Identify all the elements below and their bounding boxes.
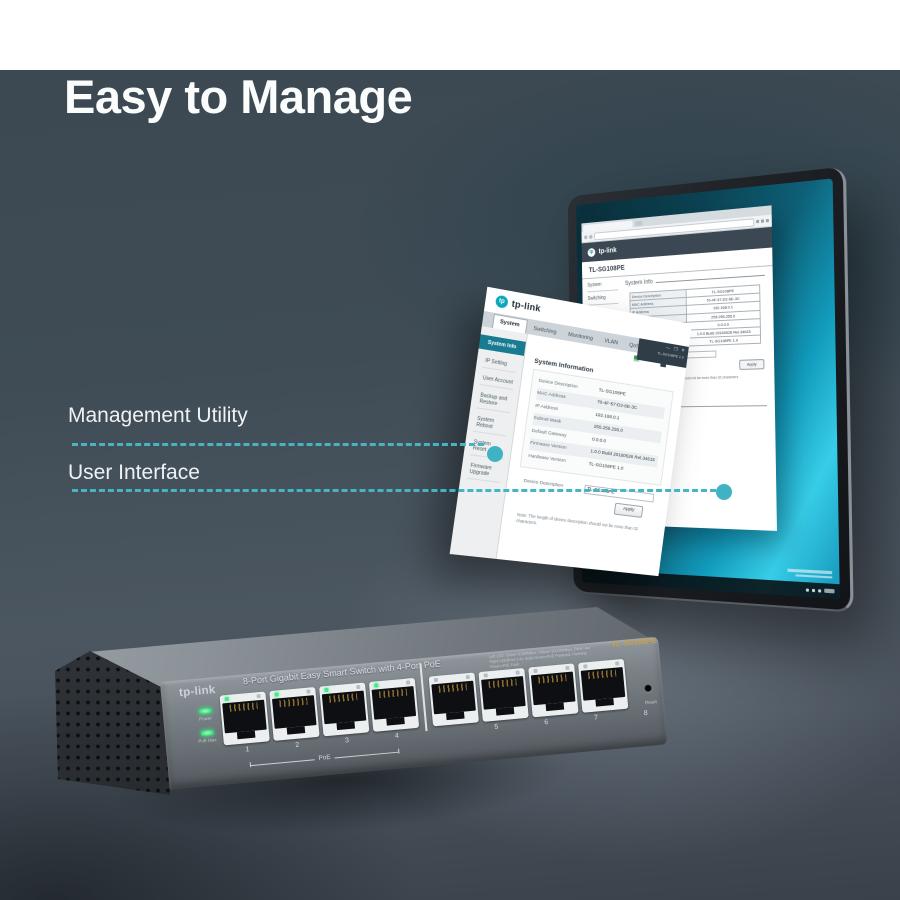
- sidebar-item-firmware-upgrade[interactable]: Firmware Upgrade: [466, 460, 503, 483]
- rj45-jack: [530, 671, 576, 706]
- sidebar-item-user-account[interactable]: User Account: [479, 372, 515, 391]
- sidebar-item-system-info[interactable]: System Info: [478, 334, 526, 356]
- management-utility-window: tp tp-link System Switching Monitoring V…: [449, 286, 692, 577]
- poe-max-led: [200, 729, 214, 737]
- ethernet-port-6: [478, 667, 529, 722]
- web-section-title: System Info: [624, 279, 653, 288]
- tplink-logo-icon: tp: [587, 247, 596, 257]
- rj45-jack: [321, 690, 367, 725]
- ethernet-port-3: [319, 682, 370, 737]
- web-menu-system[interactable]: System: [587, 280, 619, 293]
- port-poe-led: [256, 693, 261, 699]
- forward-icon[interactable]: [589, 234, 593, 239]
- tplink-logo-icon: tp: [494, 294, 509, 309]
- back-icon[interactable]: [584, 234, 588, 239]
- port-poe-led: [405, 680, 411, 685]
- field-value: TL-SG108PE: [598, 388, 626, 398]
- new-tab-button[interactable]: [635, 220, 643, 227]
- field-value: 0.0.0.0: [591, 437, 607, 445]
- maximize-icon[interactable]: ❐: [673, 346, 678, 352]
- sidebar-item-backup-restore[interactable]: Backup and Restore: [476, 390, 513, 414]
- tplink-logo-text: tp-link: [598, 246, 617, 255]
- user-interface-connector-line: [72, 489, 716, 492]
- port-link-led: [583, 664, 588, 669]
- reset-button: [644, 684, 652, 693]
- user-interface-label: User Interface: [68, 461, 200, 484]
- poe-max-led-label: PoE Max: [198, 737, 217, 744]
- management-utility-connector-line: [72, 443, 484, 446]
- rj45-jack: [431, 680, 476, 715]
- desktop-watermark-text: [787, 568, 833, 579]
- tray-volume-icon[interactable]: [811, 588, 816, 592]
- port-poe-led: [515, 670, 520, 675]
- tray-clock: [824, 588, 835, 594]
- rj45-jack: [271, 695, 317, 729]
- port-poe-led: [306, 689, 311, 694]
- field-value: TL-SG108PE 1.0: [588, 461, 624, 472]
- device-description-input[interactable]: [583, 484, 655, 503]
- management-utility-connector-dot: [487, 446, 503, 462]
- user-interface-connector-dot: [716, 484, 732, 500]
- power-led-label: Power: [198, 715, 213, 722]
- ethernet-port-5: [428, 672, 479, 727]
- tplink-logo-text: tp-link: [178, 684, 217, 700]
- tray-status-icon[interactable]: [818, 588, 822, 593]
- port-link-led: [483, 673, 488, 678]
- apply-button[interactable]: Apply: [739, 359, 765, 371]
- ethernet-port-8: [578, 658, 629, 713]
- port-link-led: [533, 668, 538, 674]
- browser-minimize-icon[interactable]: [756, 219, 760, 224]
- tray-network-icon[interactable]: [805, 587, 809, 592]
- rj45-jack: [580, 667, 626, 701]
- port-poe-led: [465, 674, 470, 680]
- ethernet-port-4: [368, 677, 420, 732]
- management-utility-label: Management Utility: [68, 404, 248, 427]
- rj45-jack: [222, 699, 267, 734]
- field-value: 255.255.255.0: [593, 424, 624, 435]
- apply-button[interactable]: Apply: [613, 502, 644, 518]
- ethernet-port-7: [528, 663, 579, 718]
- field-value: TL-SG108PE 1.0: [687, 335, 762, 347]
- ethernet-port-2: [269, 686, 320, 741]
- ethernet-port-1: [219, 691, 270, 746]
- port-link-led: [224, 696, 229, 702]
- sidebar-item-ip-setting[interactable]: IP Setting: [482, 355, 518, 373]
- browser-close-icon[interactable]: [765, 218, 769, 223]
- port-link-led: [374, 683, 379, 688]
- reset-label: Reset: [644, 699, 657, 706]
- minimize-icon[interactable]: —: [665, 344, 671, 351]
- port-group-divider: [419, 663, 430, 732]
- port-link-led: [324, 687, 329, 693]
- port-link-led: [274, 692, 279, 697]
- web-menu-switching[interactable]: Switching: [587, 294, 619, 306]
- poe-group-label: PoE: [318, 753, 331, 762]
- sidebar-item-system-reboot[interactable]: System Reboot: [473, 413, 510, 437]
- field-value: 192.168.0.1: [594, 412, 620, 422]
- port-link-led: [433, 677, 439, 683]
- port-poe-led: [615, 661, 620, 666]
- power-led: [198, 707, 212, 715]
- utility-body: System Info IP Setting User Account Back…: [449, 326, 687, 577]
- rj45-jack: [371, 686, 417, 720]
- port-number: 8: [643, 709, 649, 718]
- port-poe-led: [356, 684, 361, 690]
- browser-maximize-icon[interactable]: [760, 219, 764, 223]
- rj45-jack: [481, 676, 526, 710]
- utility-main: Save Home System Information Device Desc…: [497, 334, 687, 576]
- tplink-logo-text: tp-link: [511, 298, 542, 314]
- page-title: Easy to Manage: [64, 70, 413, 123]
- port-poe-led: [565, 665, 570, 671]
- close-icon[interactable]: ✕: [680, 347, 686, 353]
- divider: [655, 274, 765, 283]
